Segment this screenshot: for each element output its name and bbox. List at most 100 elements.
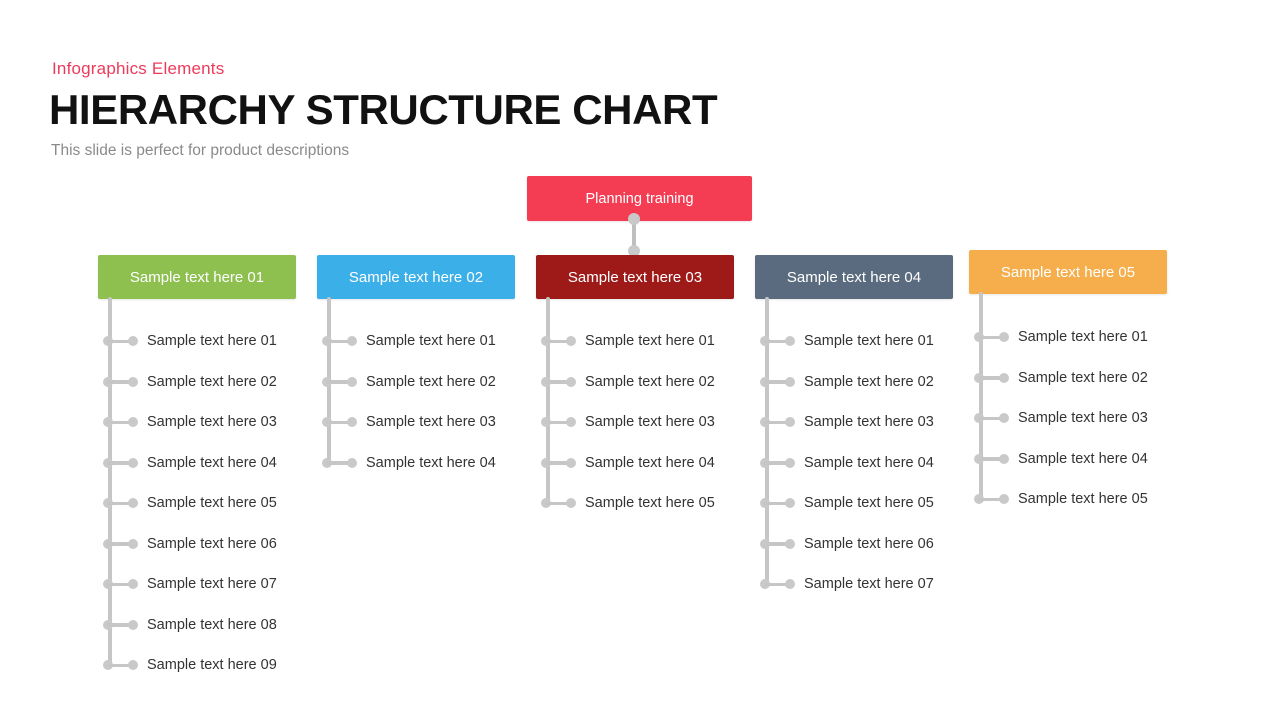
branch-connector-icon bbox=[103, 498, 138, 508]
list-item[interactable]: Sample text here 09 bbox=[103, 654, 277, 676]
list-item-label: Sample text here 07 bbox=[804, 576, 934, 592]
list-item-label: Sample text here 06 bbox=[804, 535, 934, 552]
column-5: Sample text here 05 Sample text here 01 Sa… bbox=[969, 0, 1189, 720]
list-item[interactable]: Sample text here 02 bbox=[760, 371, 934, 393]
column-4-spine bbox=[765, 297, 769, 584]
column-1-spine bbox=[108, 297, 112, 665]
list-item[interactable]: Sample text here 01 bbox=[760, 330, 934, 352]
connector-bar bbox=[326, 380, 352, 384]
list-item[interactable]: Sample text here 07 bbox=[103, 573, 277, 595]
list-item[interactable]: Sample text here 02 bbox=[541, 371, 715, 393]
column-2: Sample text here 02 Sample text here 01 Sa… bbox=[317, 0, 537, 720]
list-item[interactable]: Sample text here 06 bbox=[103, 533, 277, 555]
connector-dot-outer bbox=[785, 538, 795, 549]
connector-bar bbox=[326, 339, 352, 343]
list-item[interactable]: Sample text here 02 bbox=[103, 371, 277, 393]
list-item[interactable]: Sample text here 04 bbox=[760, 452, 934, 474]
root-connector-dot-top bbox=[628, 213, 640, 225]
list-item[interactable]: Sample text here 06 bbox=[760, 533, 934, 555]
connector-bar bbox=[764, 461, 790, 465]
connector-bar bbox=[107, 339, 133, 343]
list-item-label: Sample text here 01 bbox=[147, 333, 277, 349]
connector-bar bbox=[978, 376, 1004, 380]
list-item[interactable]: Sample text here 02 bbox=[322, 371, 496, 393]
branch-connector-icon bbox=[760, 336, 795, 346]
branch-connector-icon bbox=[541, 376, 576, 387]
connector-dot-outer bbox=[128, 538, 138, 549]
connector-dot-outer bbox=[999, 413, 1009, 423]
column-3-spine bbox=[546, 297, 550, 503]
connector-bar bbox=[764, 339, 790, 343]
connector-dot-outer bbox=[785, 579, 795, 589]
list-item[interactable]: Sample text here 02 bbox=[974, 367, 1148, 389]
page-title: HIERARCHY STRUCTURE CHART bbox=[49, 86, 718, 133]
list-item[interactable]: Sample text here 05 bbox=[974, 488, 1148, 510]
list-item[interactable]: Sample text here 05 bbox=[103, 492, 277, 514]
connector-bar bbox=[545, 339, 571, 343]
connector-dot-outer bbox=[566, 376, 576, 387]
list-item-label: Sample text here 05 bbox=[1018, 491, 1148, 507]
list-item[interactable]: Sample text here 03 bbox=[103, 411, 277, 433]
list-item[interactable]: Sample text here 05 bbox=[541, 492, 715, 514]
list-item[interactable]: Sample text here 05 bbox=[760, 492, 934, 514]
list-item-label: Sample text here 04 bbox=[366, 454, 496, 471]
branch-connector-icon bbox=[974, 413, 1009, 423]
column-2-header-box[interactable]: Sample text here 02 bbox=[317, 255, 515, 299]
list-item-label: Sample text here 04 bbox=[585, 454, 715, 471]
column-4-header-box[interactable]: Sample text here 04 bbox=[755, 255, 953, 299]
connector-dot-outer bbox=[128, 417, 138, 427]
root-node-planning-training[interactable]: Planning training bbox=[527, 176, 752, 221]
connector-dot-outer bbox=[128, 619, 138, 630]
branch-connector-icon bbox=[103, 660, 138, 670]
root-connector-dot-bottom bbox=[628, 245, 640, 257]
list-item[interactable]: Sample text here 03 bbox=[974, 407, 1148, 429]
branch-connector-icon bbox=[974, 332, 1009, 342]
branch-connector-icon bbox=[541, 336, 576, 346]
connector-bar bbox=[764, 420, 790, 424]
column-5-header-box[interactable]: Sample text here 05 bbox=[969, 250, 1167, 294]
list-item[interactable]: Sample text here 01 bbox=[103, 330, 277, 352]
branch-connector-icon bbox=[760, 457, 795, 468]
list-item-label: Sample text here 03 bbox=[1018, 410, 1148, 426]
branch-connector-icon bbox=[322, 417, 357, 427]
list-item[interactable]: Sample text here 08 bbox=[103, 614, 277, 636]
list-item-label: Sample text here 01 bbox=[804, 333, 934, 349]
connector-dot-outer bbox=[785, 336, 795, 346]
connector-bar bbox=[107, 582, 133, 586]
connector-bar bbox=[545, 380, 571, 384]
connector-bar bbox=[326, 420, 352, 424]
list-item[interactable]: Sample text here 04 bbox=[322, 452, 496, 474]
list-item-label: Sample text here 01 bbox=[366, 333, 496, 349]
list-item[interactable]: Sample text here 07 bbox=[760, 573, 934, 595]
list-item[interactable]: Sample text here 04 bbox=[541, 452, 715, 474]
list-item[interactable]: Sample text here 03 bbox=[541, 411, 715, 433]
connector-dot-outer bbox=[785, 457, 795, 468]
connector-dot-outer bbox=[785, 376, 795, 387]
list-item[interactable]: Sample text here 04 bbox=[103, 452, 277, 474]
column-1-header-box[interactable]: Sample text here 01 bbox=[98, 255, 296, 299]
branch-connector-icon bbox=[974, 372, 1009, 383]
connector-dot-outer bbox=[347, 457, 357, 468]
list-item[interactable]: Sample text here 01 bbox=[974, 326, 1148, 348]
branch-connector-icon bbox=[322, 457, 357, 468]
connector-dot-outer bbox=[999, 372, 1009, 383]
connector-dot-outer bbox=[999, 494, 1009, 504]
list-item-label: Sample text here 02 bbox=[585, 373, 715, 390]
connector-bar bbox=[107, 542, 133, 546]
list-item[interactable]: Sample text here 01 bbox=[322, 330, 496, 352]
connector-dot-outer bbox=[128, 457, 138, 468]
list-item-label: Sample text here 02 bbox=[804, 373, 934, 390]
list-item[interactable]: Sample text here 03 bbox=[760, 411, 934, 433]
list-item[interactable]: Sample text here 04 bbox=[974, 448, 1148, 470]
branch-connector-icon bbox=[322, 336, 357, 346]
branch-connector-icon bbox=[322, 376, 357, 387]
branch-connector-icon bbox=[760, 579, 795, 589]
column-4: Sample text here 04 Sample text here 01 Sa… bbox=[755, 0, 975, 720]
list-item[interactable]: Sample text here 03 bbox=[322, 411, 496, 433]
branch-connector-icon bbox=[103, 336, 138, 346]
list-item[interactable]: Sample text here 01 bbox=[541, 330, 715, 352]
column-1: Sample text here 01 Sample text here 01 Sa… bbox=[98, 0, 318, 720]
branch-connector-icon bbox=[760, 538, 795, 549]
column-3-header-box[interactable]: Sample text here 03 bbox=[536, 255, 734, 299]
